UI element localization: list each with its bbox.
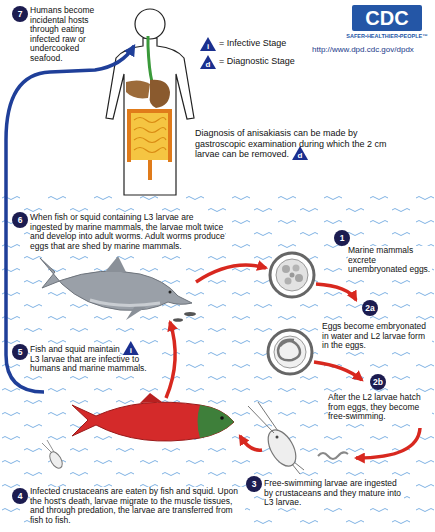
step-number: 3 [246, 476, 262, 492]
step-number: 4 [12, 488, 28, 504]
larva [318, 452, 348, 459]
step-number-text: 2a [365, 304, 374, 313]
step-description: Marine mammals excrete unembryonated egg… [348, 246, 432, 275]
step-description: L3 larvae that are infective to humans a… [30, 355, 158, 374]
crustacean [248, 402, 304, 474]
unembryonated-egg [270, 253, 314, 297]
human-figure [106, 9, 194, 195]
legend-text: = Infective Stage [219, 38, 286, 49]
step-number-text: 4 [18, 492, 23, 501]
step-description: Eggs become embryonated in water and L2 … [322, 322, 432, 351]
step-number-text: 5 [18, 348, 23, 357]
dolphin [40, 256, 196, 322]
small-crustacean [42, 440, 65, 470]
logo-tagline: SAFER•HEALTHIER•PEOPLE™ [346, 33, 428, 39]
step-number: 1 [334, 230, 350, 246]
cycle-arrows [166, 265, 420, 458]
embryonated-egg [268, 330, 312, 374]
step-description: After the L2 larvae hatch from eggs, the… [328, 393, 432, 422]
step-number: 2b [370, 374, 386, 390]
step-number-text: 3 [252, 480, 257, 489]
step-number-text: 2b [373, 378, 383, 387]
stage-icon: i [200, 37, 216, 51]
step-description: Free-swimming larvae are ingested by cru… [264, 479, 404, 508]
salmon [72, 393, 234, 441]
step-description: Fish and squid maintain [30, 345, 120, 355]
stage-icon: d [200, 55, 216, 69]
step-number: 7 [12, 6, 28, 22]
step-number-text: 6 [18, 216, 23, 225]
step-number-text: 7 [18, 10, 23, 19]
logo-block [352, 5, 422, 31]
step-description: Infected crustaceans are eaten by fish a… [30, 487, 245, 525]
step-description: Humans become incidental hosts through e… [30, 6, 108, 63]
step-description: When fish or squid containing L3 larvae … [30, 213, 225, 251]
step-number: 5 [12, 344, 28, 360]
step-number: 2a [362, 300, 378, 316]
step-number-text: 1 [340, 234, 345, 243]
water-waves [0, 196, 435, 532]
step-number: 6 [12, 212, 28, 228]
legend-text: = Diagnostic Stage [219, 56, 295, 67]
source-url: http://www.dpd.cdc.gov/dpdx [312, 45, 414, 54]
logo-text: CDC [352, 5, 422, 31]
